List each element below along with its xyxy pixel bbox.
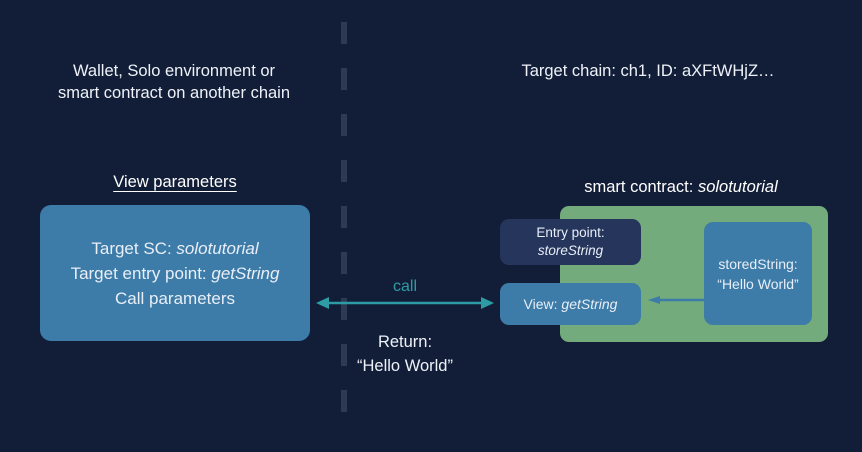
view-label: View: bbox=[523, 296, 558, 312]
smart-contract-title: smart contract: solotutorial bbox=[520, 178, 842, 197]
stored-string-label: storedString: bbox=[718, 255, 798, 272]
view-box: View: getString bbox=[500, 283, 641, 325]
target-entry-point-value: getString bbox=[211, 263, 280, 283]
call-label: call bbox=[392, 278, 417, 295]
target-sc-value: solotutorial bbox=[176, 238, 259, 258]
view-value: getString bbox=[561, 296, 618, 312]
vertical-dashed-divider bbox=[341, 22, 347, 432]
target-sc-line: Target SC: solotutorial bbox=[91, 236, 258, 261]
view-parameters-title: View parameters bbox=[113, 173, 237, 191]
smart-contract-title-label: smart contract: bbox=[584, 178, 694, 196]
stored-string-box: storedString: “Hello World” bbox=[704, 222, 812, 325]
target-sc-label: Target SC: bbox=[91, 238, 172, 258]
target-entry-point-label: Target entry point: bbox=[70, 263, 207, 283]
view-line: View: getString bbox=[524, 296, 618, 312]
entry-point-box: Entry point: storeString bbox=[500, 219, 641, 265]
target-entry-point-line: Target entry point: getString bbox=[71, 261, 280, 286]
left-arrow-icon bbox=[648, 296, 704, 304]
view-parameters-box: Target SC: solotutorial Target entry poi… bbox=[40, 205, 310, 341]
call-parameters-line: Call parameters bbox=[115, 288, 235, 308]
entry-point-label: Entry point: bbox=[536, 225, 605, 240]
return-label: Return: “Hello World” bbox=[357, 333, 453, 375]
double-headed-arrow-icon bbox=[316, 297, 494, 309]
entry-point-value: storeString bbox=[537, 243, 604, 258]
smart-contract-title-value: solotutorial bbox=[697, 178, 778, 196]
stored-string-value: “Hello World” bbox=[717, 275, 799, 292]
left-column-header: Wallet, Solo environment or smart contra… bbox=[57, 62, 291, 102]
right-column-header: Target chain: ch1, ID: aXFtWHjZ… bbox=[521, 62, 775, 80]
